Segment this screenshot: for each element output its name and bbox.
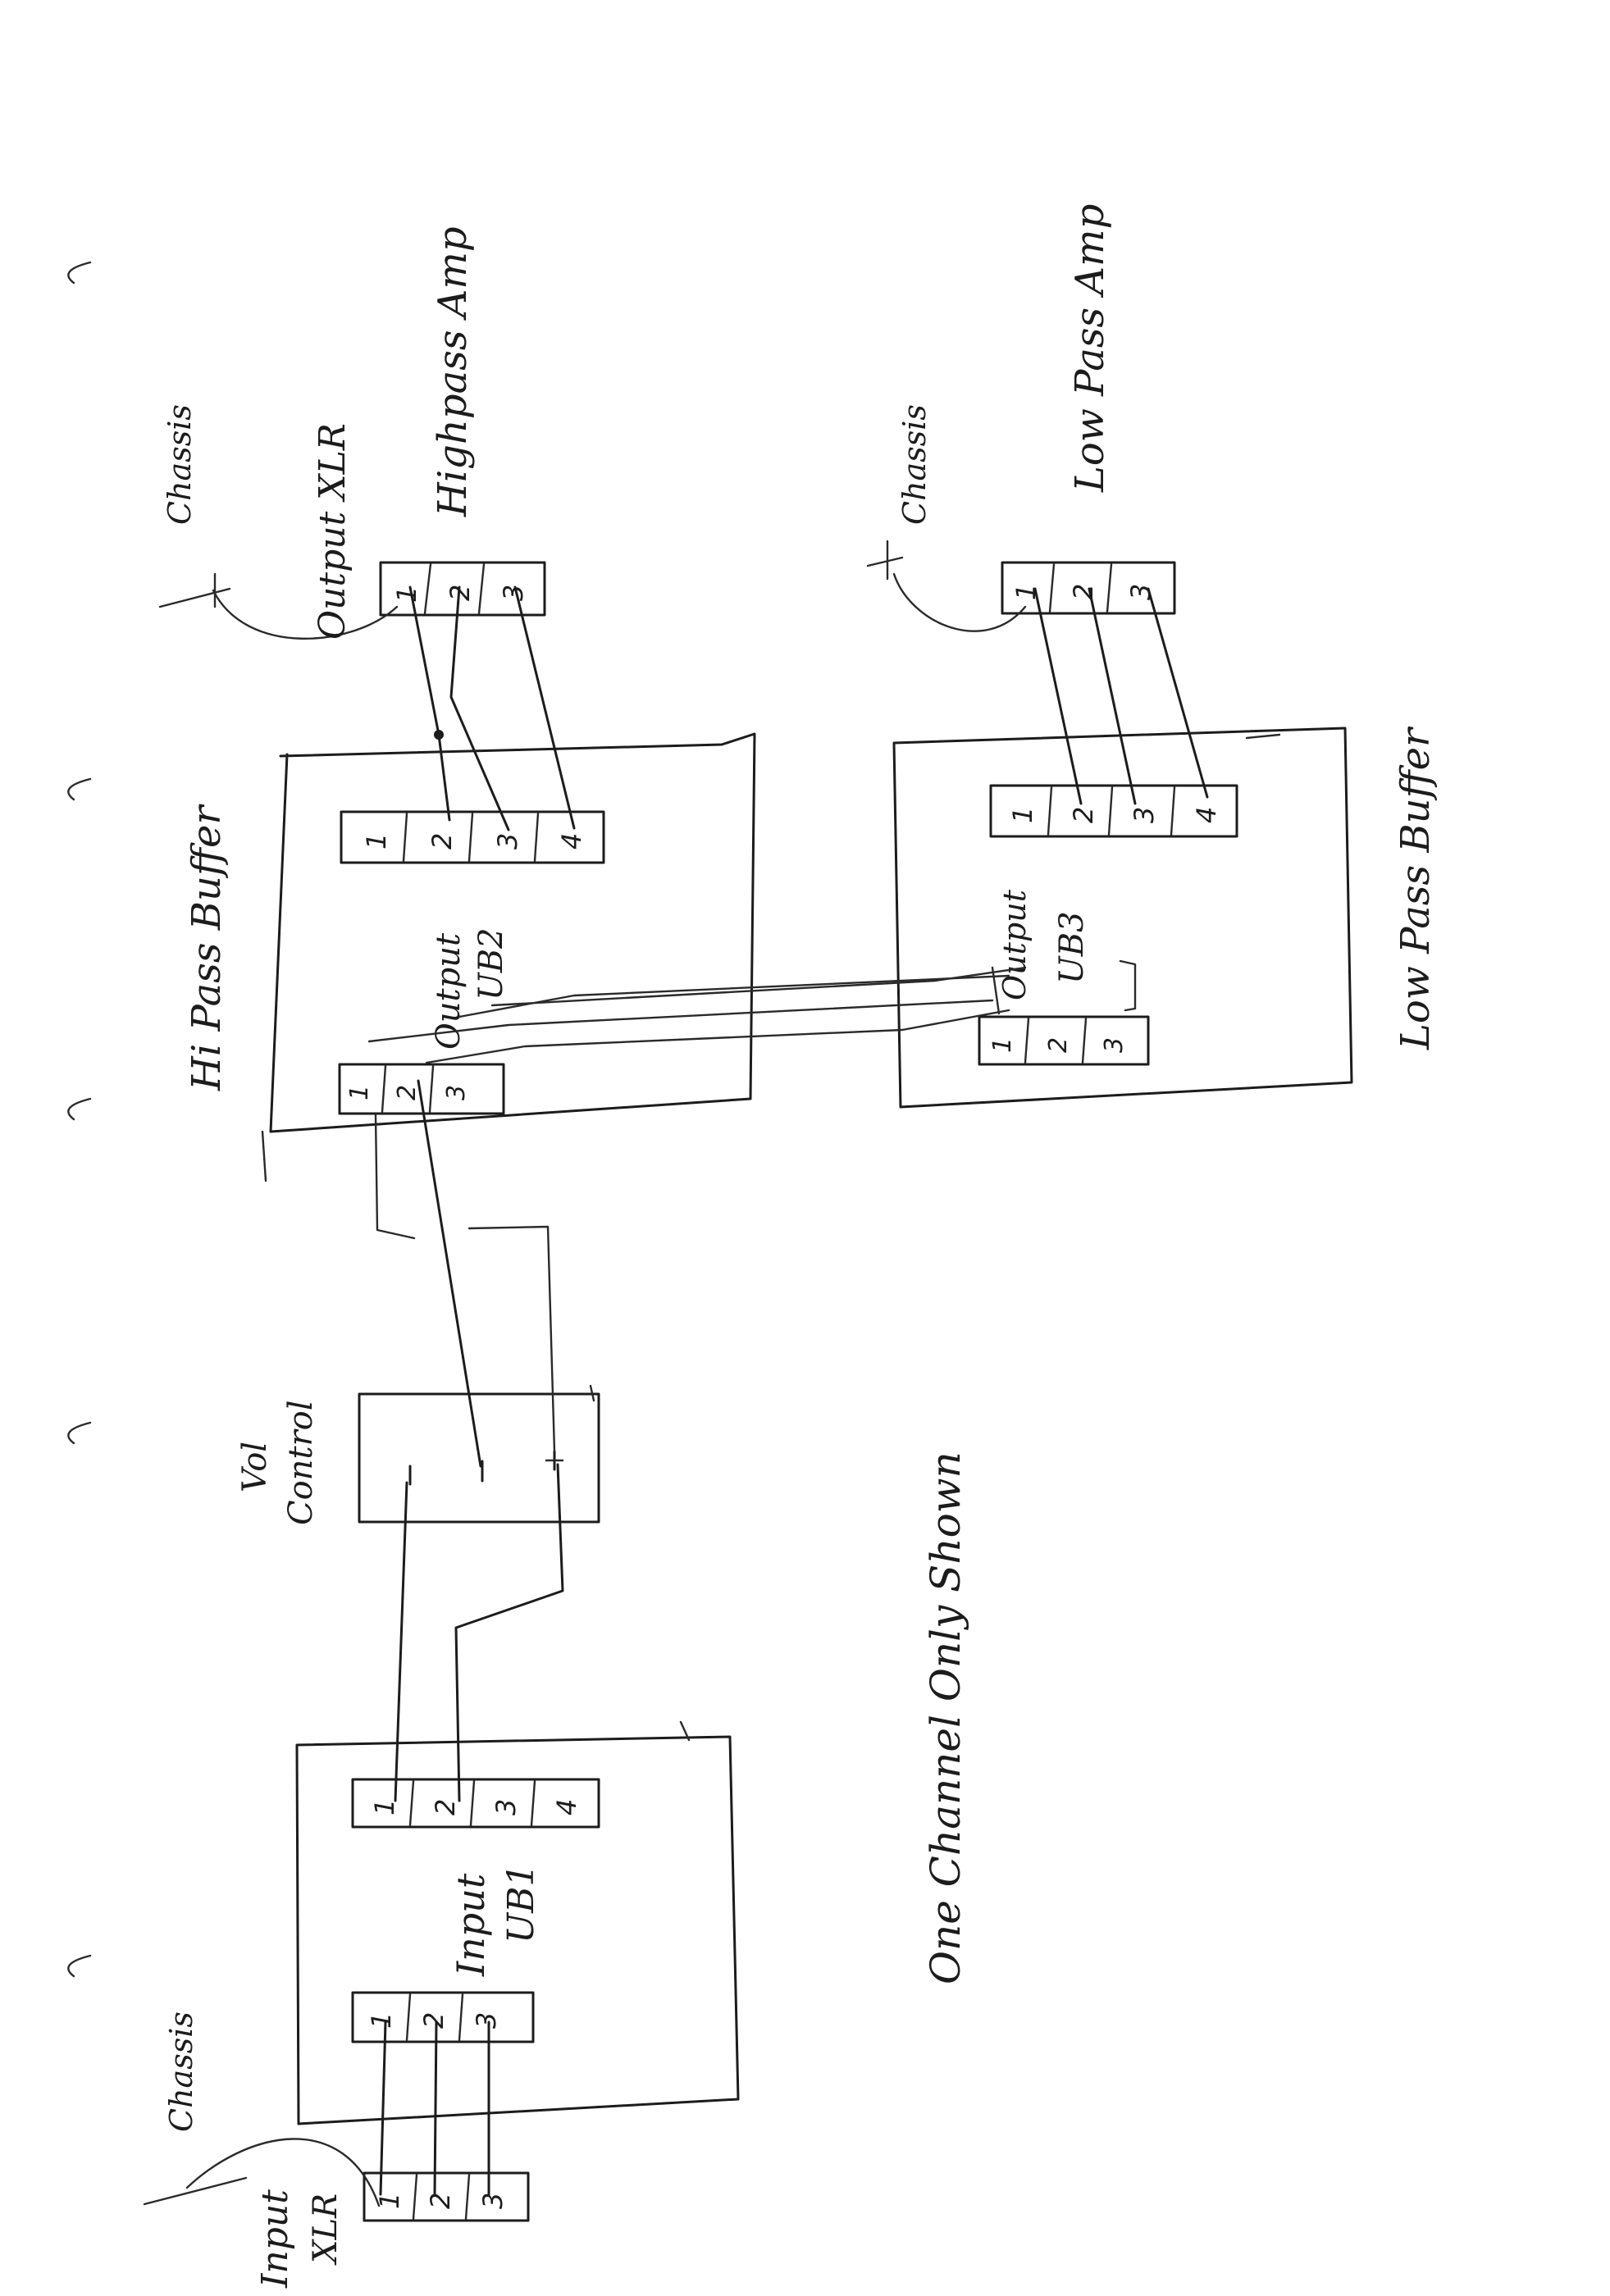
pin-label: 3 <box>471 2012 502 2029</box>
ub2-to-ub3-wires <box>367 966 1027 1064</box>
chassis-label-3: Chassis <box>163 2011 199 2132</box>
chassis-ground-3 <box>143 2138 381 2207</box>
pin-label: 1 <box>369 1799 400 1815</box>
pin-label: 1 <box>391 586 422 603</box>
pin-label: 1 <box>988 1037 1017 1053</box>
chassis-ground-1 <box>158 572 399 640</box>
hi-buffer-terminal-block: 1 2 3 4 <box>340 810 605 864</box>
ub3-terminal-block: 1 2 3 <box>978 1015 1150 1066</box>
pin-label: 3 <box>498 585 529 601</box>
low-output-wires <box>1033 587 1209 805</box>
binder-hole-marks <box>67 261 92 1978</box>
chassis-ground-2 <box>866 540 1027 632</box>
pin-label: 4 <box>1191 807 1222 823</box>
hi-pass-buffer-label: Hi Pass Buffer <box>184 804 230 1091</box>
hi-output-wires <box>408 585 576 831</box>
pin-label: 3 <box>442 1085 471 1100</box>
pin-label: 1 <box>374 2193 405 2209</box>
pin-label: 1 <box>366 2012 397 2029</box>
pin-label: 2 <box>1068 584 1099 600</box>
pin-label: 3 <box>477 2193 509 2209</box>
pin-label: 2 <box>393 1085 422 1100</box>
low-buffer-terminal-block: 1 2 3 4 <box>989 784 1238 838</box>
low-pass-buffer-label: Low Pass Buffer <box>1393 726 1439 1050</box>
pin-label: 2 <box>418 2012 449 2029</box>
input-xlr-label-line1: Input <box>254 2189 296 2289</box>
highpass-amp-label: Highpass Amp <box>430 226 476 517</box>
ub2-terminal-block: 1 2 3 <box>338 1063 505 1115</box>
input-xlr-connector: 1 2 3 <box>363 2171 530 2222</box>
vol-to-ub1-wires <box>394 1463 564 1802</box>
pin-label: 1 <box>361 833 392 850</box>
pin-label: 3 <box>1129 807 1160 823</box>
pin-label: 3 <box>490 1799 522 1815</box>
input-xlr-label-line2: XLR <box>307 2194 344 2266</box>
pin-label: 1 <box>1007 807 1038 823</box>
pin-label: 4 <box>551 1799 582 1815</box>
input-xlr-wires <box>379 2020 490 2196</box>
vol-control-label-line1: Vol <box>236 1442 274 1492</box>
low-pass-buffer-board <box>892 727 1353 1109</box>
pin-label: 1 <box>1010 584 1042 600</box>
chassis-label-2: Chassis <box>896 404 933 525</box>
output-xlr-connector: 1 2 3 <box>379 561 546 617</box>
pin-label: 3 <box>1100 1037 1129 1053</box>
output-ub3-label-line1: Output <box>997 889 1033 1000</box>
input-ub1-label-line2: UB1 <box>500 1864 542 1943</box>
pin-label: 2 <box>1068 807 1099 823</box>
input-ub1-board <box>295 1720 740 2125</box>
ub2-to-vol-wires <box>374 1079 556 1468</box>
pin-label: 1 <box>345 1085 374 1100</box>
pin-label: 2 <box>1044 1037 1073 1053</box>
pin-label: 2 <box>430 1799 461 1815</box>
chassis-label-1: Chassis <box>162 404 198 525</box>
output-ub3-label-line2: UB3 <box>1053 911 1091 984</box>
pin-label: 2 <box>445 585 476 601</box>
output-xlr-label: Output XLR <box>312 423 353 640</box>
input-ub1-label-line1: Input <box>449 1873 493 1977</box>
ub1-terminal-block-top: 1 2 3 4 <box>351 1778 600 1829</box>
one-channel-note: One Channel Only Shown <box>922 1451 969 1984</box>
ub1-terminal-block-bottom: 1 2 3 <box>351 1991 535 2043</box>
volume-control-pot <box>358 1384 600 1524</box>
lowpass-amp-label: Low Pass Amp <box>1067 204 1113 493</box>
hi-pass-buffer-board <box>261 732 756 1182</box>
bracket-mark <box>1119 959 1137 1012</box>
vol-control-label-line2: Control <box>282 1400 320 1525</box>
output-ub2-label-line2: UB2 <box>472 927 510 1000</box>
pin-label: 2 <box>426 833 458 850</box>
pin-label: 3 <box>492 833 523 850</box>
pin-label: 2 <box>425 2193 456 2209</box>
pin-label: 4 <box>556 833 587 850</box>
